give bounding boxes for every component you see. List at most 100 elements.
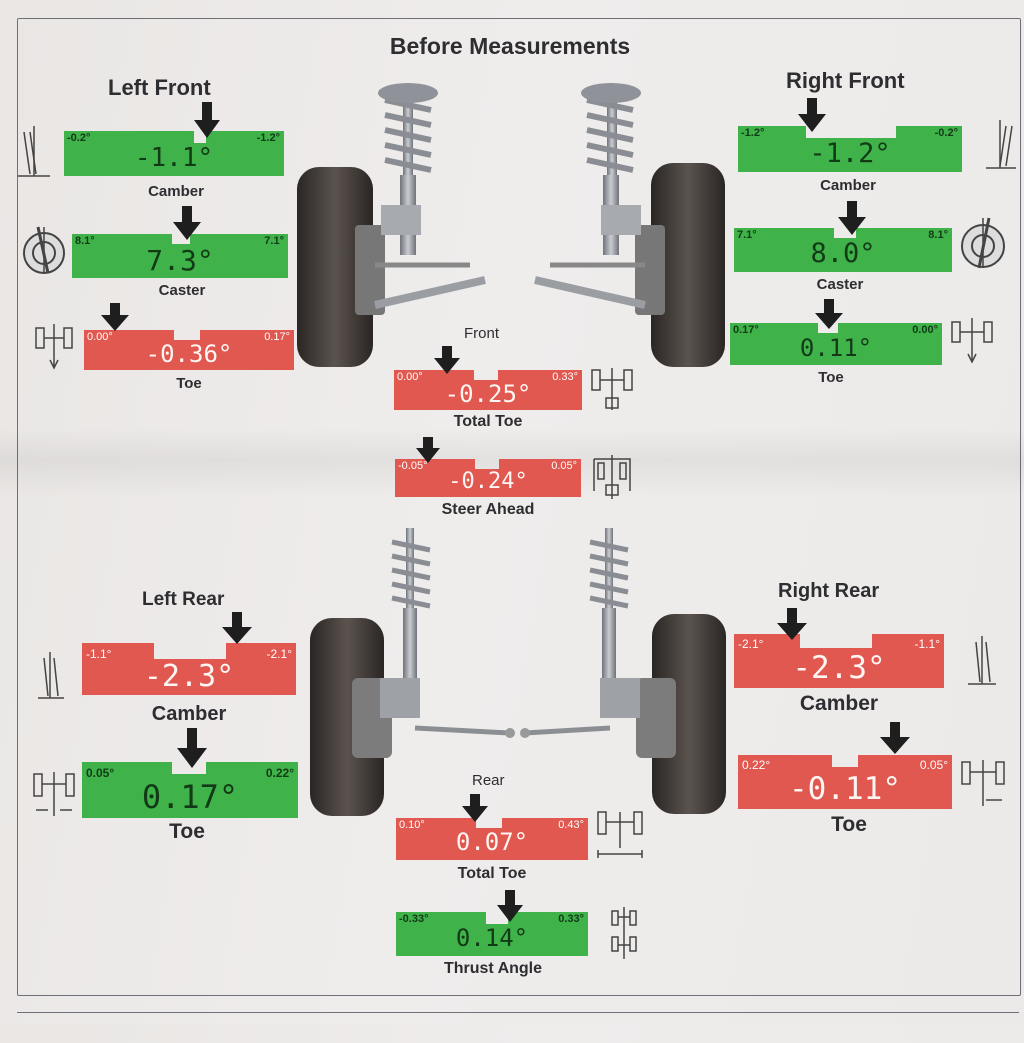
right-rear-toe-value: -0.11° bbox=[789, 771, 901, 807]
down-arrow-icon bbox=[815, 299, 843, 329]
camber-icon bbox=[986, 120, 1016, 169]
left-front-toe-max: 0.17° bbox=[264, 331, 290, 343]
right-front-toe-value: 0.11° bbox=[799, 334, 873, 362]
right-rear-heading: Right Rear bbox=[778, 580, 880, 602]
right-front-caster-min: 7.1° bbox=[737, 229, 757, 241]
right-rear-camber-max: -1.1° bbox=[914, 637, 940, 651]
rear-section-label: Rear bbox=[472, 772, 505, 789]
left-rear-toe-label: Toe bbox=[169, 820, 205, 843]
right-front-toe-min: 0.17° bbox=[733, 324, 759, 336]
left-front-camber-gauge: -0.2° -1.2° -1.1° bbox=[64, 131, 284, 176]
right-rear-toe-gauge: 0.22° 0.05° -0.11° bbox=[738, 755, 952, 809]
down-arrow-icon bbox=[173, 206, 201, 240]
left-front-toe-value: -0.36° bbox=[145, 340, 233, 368]
steer-ahead-icon bbox=[593, 455, 631, 499]
caster-wheel-icon bbox=[961, 217, 1005, 269]
left-rear-toe-gauge: 0.05° 0.22° 0.17° bbox=[82, 762, 298, 818]
front-total-toe-label: Total Toe bbox=[453, 413, 523, 430]
front-total-toe-value: -0.25° bbox=[444, 380, 532, 408]
thrust-angle-icon bbox=[611, 907, 637, 959]
steer-ahead-label: Steer Ahead bbox=[441, 501, 535, 518]
camber-icon bbox=[18, 126, 50, 177]
right-rear-toe-max: 0.05° bbox=[919, 758, 948, 772]
toe-icon bbox=[961, 760, 1005, 806]
right-front-camber-min: -1.2° bbox=[741, 127, 765, 139]
left-rear-camber-label: Camber bbox=[151, 703, 227, 725]
front-total-toe-min: 0.00° bbox=[397, 371, 423, 383]
thrust-angle-gauge: -0.33° 0.33° 0.14° bbox=[396, 912, 588, 956]
left-front-camber-max: -1.2° bbox=[256, 132, 280, 144]
left-front-caster-max: 7.1° bbox=[264, 235, 284, 247]
front-section-label: Front bbox=[464, 325, 500, 342]
thrust-angle-max: 0.33° bbox=[558, 913, 584, 925]
right-front-heading: Right Front bbox=[786, 68, 905, 93]
rear-suspension-illustration bbox=[310, 528, 726, 816]
front-total-toe-gauge: 0.00° 0.33° -0.25° bbox=[394, 370, 582, 410]
left-front-toe-gauge: 0.00° 0.17° -0.36° bbox=[84, 330, 294, 370]
left-rear-heading: Left Rear bbox=[142, 589, 225, 610]
right-front-toe-gauge: 0.17° 0.00° 0.11° bbox=[730, 323, 942, 365]
left-front-caster-gauge: 8.1° 7.1° 7.3° bbox=[72, 234, 288, 278]
left-front-camber-value: -1.1° bbox=[134, 143, 214, 173]
left-front-toe-label: Toe bbox=[176, 375, 202, 392]
down-arrow-icon bbox=[777, 608, 807, 640]
toe-icon bbox=[35, 324, 73, 370]
front-total-toe-max: 0.33° bbox=[552, 371, 578, 383]
camber-icon bbox=[968, 636, 996, 685]
left-rear-toe-max: 0.22° bbox=[265, 766, 294, 780]
right-front-camber-label: Camber bbox=[820, 177, 876, 194]
toe-icon bbox=[951, 318, 993, 364]
left-front-toe-min: 0.00° bbox=[87, 331, 113, 343]
down-arrow-icon bbox=[194, 102, 220, 138]
right-rear-camber-gauge: -2.1° -1.1° -2.3° bbox=[734, 634, 944, 688]
down-arrow-icon bbox=[497, 890, 523, 922]
caster-wheel-icon bbox=[23, 226, 65, 274]
right-rear-camber-label: Camber bbox=[799, 692, 879, 715]
right-front-camber-value: -1.2° bbox=[809, 138, 891, 169]
right-front-camber-max: -0.2° bbox=[934, 127, 958, 139]
left-rear-camber-value: -2.3° bbox=[143, 659, 235, 694]
down-arrow-icon bbox=[222, 612, 252, 644]
right-front-caster-value: 8.0° bbox=[810, 238, 876, 269]
left-rear-camber-max: -2.1° bbox=[266, 647, 292, 661]
rear-total-toe-value: 0.07° bbox=[455, 828, 529, 856]
rear-total-toe-max: 0.43° bbox=[558, 819, 584, 831]
left-rear-camber-min: -1.1° bbox=[86, 647, 112, 661]
rear-total-toe-label: Total Toe bbox=[457, 865, 527, 882]
right-front-toe-max: 0.00° bbox=[912, 324, 938, 336]
total-toe-icon bbox=[591, 368, 633, 410]
thrust-angle-label: Thrust Angle bbox=[443, 960, 543, 977]
right-rear-toe-min: 0.22° bbox=[742, 758, 771, 772]
page-title: Before Measurements bbox=[389, 33, 631, 59]
down-arrow-icon bbox=[462, 794, 488, 822]
rear-total-toe-gauge: 0.10° 0.43° 0.07° bbox=[396, 818, 588, 860]
down-arrow-icon bbox=[177, 728, 207, 768]
down-arrow-icon bbox=[434, 346, 460, 374]
right-front-toe-label: Toe bbox=[818, 369, 844, 386]
steer-ahead-max: 0.05° bbox=[551, 460, 577, 472]
steer-ahead-min: -0.05° bbox=[398, 460, 428, 472]
front-suspension-illustration bbox=[297, 83, 725, 367]
right-rear-toe-label: Toe bbox=[831, 813, 867, 836]
left-front-heading: Left Front bbox=[108, 75, 211, 100]
left-rear-camber-gauge: -1.1° -2.1° -2.3° bbox=[82, 643, 296, 695]
left-front-camber-label: Camber bbox=[148, 183, 204, 200]
left-rear-toe-value: 0.17° bbox=[141, 778, 239, 816]
steer-ahead-gauge: -0.05° 0.05° -0.24° bbox=[395, 459, 581, 497]
left-front-camber-min: -0.2° bbox=[67, 132, 91, 144]
thrust-angle-min: -0.33° bbox=[399, 913, 429, 925]
toe-icon bbox=[33, 772, 75, 816]
total-toe-icon bbox=[597, 811, 643, 858]
left-front-caster-value: 7.3° bbox=[146, 244, 214, 277]
left-front-caster-label: Caster bbox=[158, 282, 206, 299]
right-rear-camber-min: -2.1° bbox=[738, 637, 764, 651]
right-front-caster-max: 8.1° bbox=[928, 229, 948, 241]
down-arrow-icon bbox=[838, 201, 866, 235]
down-arrow-icon bbox=[880, 722, 910, 754]
thrust-angle-value: 0.14° bbox=[455, 924, 529, 952]
steer-ahead-value: -0.24° bbox=[448, 469, 528, 494]
down-arrow-icon bbox=[101, 303, 129, 331]
right-rear-camber-value: -2.3° bbox=[792, 650, 886, 686]
next-section-border bbox=[17, 1012, 1019, 1043]
down-arrow-icon bbox=[798, 98, 826, 132]
